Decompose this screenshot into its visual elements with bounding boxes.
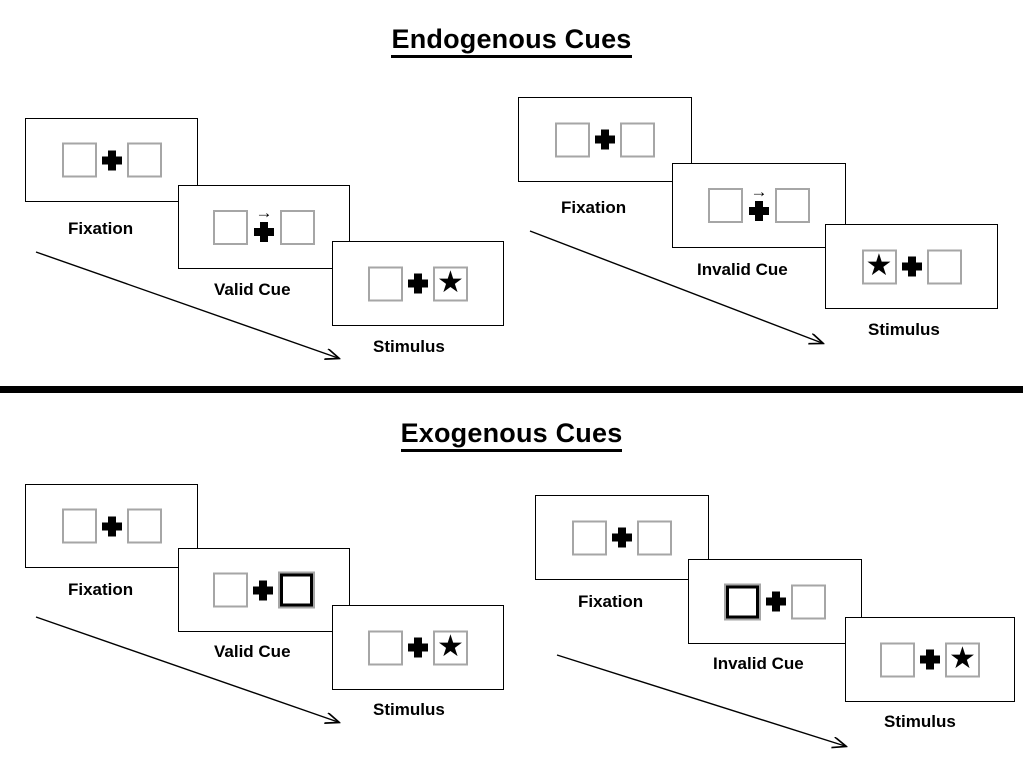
target-box-right: ★ — [945, 642, 980, 677]
fixation-cross-icon — [97, 511, 127, 541]
fixation-cross-icon — [744, 196, 774, 226]
frame-endogenous-invalid-cue: → — [672, 163, 846, 248]
central-cue: → — [743, 181, 775, 227]
display-endogenous-invalid-cue: → — [708, 181, 810, 227]
placeholder-box-left — [61, 508, 97, 544]
fixation-cross-icon — [403, 269, 433, 299]
frame-exogenous-invalid-fixation — [535, 495, 709, 580]
display-exogenous-valid-stimulus: ★ — [368, 630, 468, 665]
display-endogenous-invalid-fixation — [555, 122, 655, 157]
placeholder-box-left — [572, 520, 607, 555]
frame-exogenous-valid-fixation — [25, 484, 198, 568]
placeholder-box-right — [791, 584, 826, 619]
endogenous-title-text: Endogenous Cues — [391, 24, 632, 58]
display-endogenous-valid-fixation — [61, 142, 162, 178]
placeholder-box-right — [620, 122, 655, 157]
caption-exogenous-invalid-stimulus: Stimulus — [884, 712, 956, 731]
placeholder-box-left — [213, 572, 248, 608]
frame-endogenous-valid-cue: → — [178, 185, 350, 269]
placeholder-box-right — [637, 520, 672, 555]
fixation-cross-icon — [249, 217, 279, 247]
placeholder-box-left — [708, 188, 743, 223]
placeholder-box-right — [126, 508, 162, 544]
caption-exogenous-invalid-fixation: Fixation — [578, 592, 644, 611]
caption-exogenous-valid-stimulus: Stimulus — [373, 700, 445, 719]
section-title-exogenous: Exogenous Cues — [0, 418, 1023, 452]
caption-endogenous-invalid-cue: Invalid Cue — [697, 260, 788, 279]
caption-endogenous-valid-fixation: Fixation — [68, 219, 134, 238]
caption-exogenous-valid-fixation: Fixation — [68, 580, 134, 599]
placeholder-box-right — [126, 142, 162, 178]
display-exogenous-invalid-fixation — [572, 520, 672, 555]
caption-endogenous-invalid-fixation: Fixation — [561, 198, 627, 217]
section-divider — [0, 386, 1023, 393]
star-target-icon: ★ — [865, 248, 893, 282]
target-box-right: ★ — [433, 630, 468, 665]
caption-endogenous-valid-stimulus: Stimulus — [373, 337, 445, 356]
display-exogenous-invalid-cue — [724, 583, 826, 620]
star-target-icon: ★ — [949, 641, 976, 675]
frame-endogenous-valid-fixation — [25, 118, 198, 202]
central-cue: → — [248, 203, 280, 248]
display-endogenous-valid-stimulus: ★ — [368, 266, 468, 301]
fixation-cross-icon — [403, 633, 433, 663]
frame-endogenous-valid-stimulus: ★ — [332, 241, 504, 326]
placeholder-box-left — [368, 630, 403, 665]
fixation-cross-icon — [897, 252, 927, 282]
arrow-right-icon: → — [255, 203, 273, 222]
frame-exogenous-invalid-stimulus: ★ — [845, 617, 1015, 702]
caption-exogenous-valid-cue: Valid Cue — [214, 642, 291, 661]
fixation-cross-icon — [97, 145, 127, 175]
placeholder-box-left — [880, 642, 915, 677]
placeholder-box-right — [280, 209, 315, 245]
placeholder-box-left — [368, 266, 403, 301]
frame-exogenous-valid-stimulus: ★ — [332, 605, 504, 690]
star-target-icon: ★ — [437, 629, 464, 663]
cue-box-left — [724, 583, 761, 620]
caption-endogenous-valid-cue: Valid Cue — [214, 280, 291, 299]
frame-exogenous-valid-cue — [178, 548, 350, 632]
placeholder-box-left — [555, 122, 590, 157]
display-endogenous-invalid-stimulus: ★ — [861, 248, 962, 284]
cue-box-right — [278, 571, 315, 609]
fixation-cross-icon — [607, 523, 637, 553]
display-exogenous-valid-fixation — [61, 508, 162, 544]
placeholder-box-left — [61, 142, 97, 178]
fixation-cross-icon — [248, 575, 278, 605]
caption-exogenous-invalid-cue: Invalid Cue — [713, 654, 804, 673]
fixation-cross-icon — [590, 125, 620, 155]
placeholder-box-left — [213, 209, 248, 245]
fixation-cross-icon — [761, 587, 791, 617]
frame-endogenous-invalid-fixation — [518, 97, 692, 182]
display-endogenous-valid-cue: → — [213, 203, 315, 248]
placeholder-box-right — [926, 249, 962, 284]
display-exogenous-invalid-stimulus: ★ — [880, 642, 980, 677]
placeholder-box-right — [775, 188, 810, 223]
section-title-endogenous: Endogenous Cues — [0, 24, 1023, 58]
display-exogenous-valid-cue — [213, 571, 315, 609]
arrow-right-icon: → — [750, 181, 768, 201]
star-target-icon: ★ — [437, 265, 464, 299]
frame-exogenous-invalid-cue — [688, 559, 862, 644]
target-box-left: ★ — [861, 248, 897, 284]
caption-endogenous-invalid-stimulus: Stimulus — [868, 320, 940, 339]
target-box-right: ★ — [433, 266, 468, 301]
fixation-cross-icon — [915, 645, 945, 675]
exogenous-title-text: Exogenous Cues — [400, 418, 623, 452]
frame-endogenous-invalid-stimulus: ★ — [825, 224, 998, 309]
